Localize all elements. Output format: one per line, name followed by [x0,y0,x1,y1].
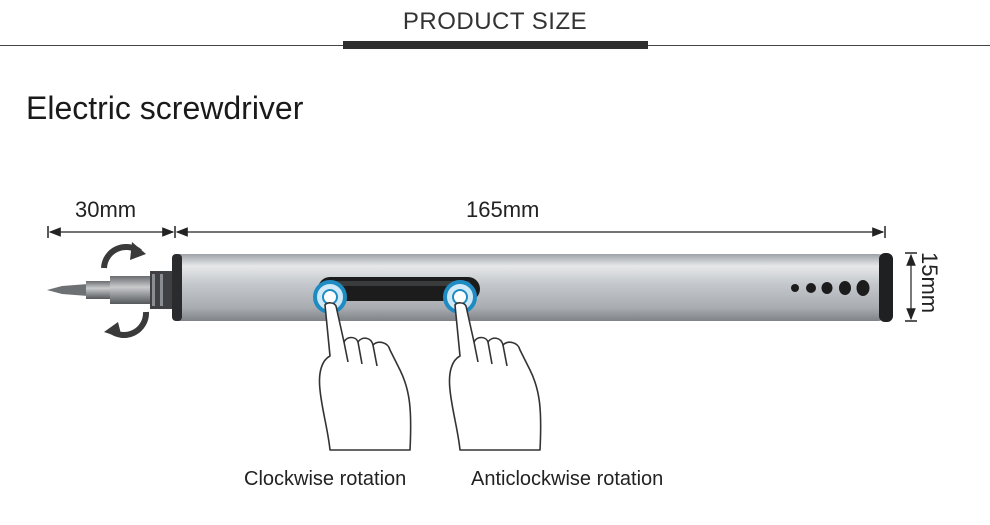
dimension-body [175,226,886,238]
body-length-label: 165mm [466,197,540,222]
screwdriver-bit [47,271,172,309]
rotation-arrow-head-top-icon [130,242,146,260]
diameter-label: 15mm [917,252,942,314]
clockwise-caption: Clockwise rotation [244,468,407,490]
rotation-arrow-head-bottom-icon [104,322,122,338]
pointing-hand-right-icon [448,302,542,451]
section-title: PRODUCT SIZE [402,8,588,35]
dimension-diameter [905,252,917,322]
screwdriver-body [172,253,893,322]
vent-holes [791,280,870,296]
pointing-hand-left-icon [318,302,412,451]
bit-length-label: 30mm [75,197,137,222]
header-accent-bar [343,41,648,49]
dimension-bit [47,226,176,238]
product-title: Electric screwdriver [26,90,304,126]
anticlockwise-caption: Anticlockwise rotation [471,468,664,490]
